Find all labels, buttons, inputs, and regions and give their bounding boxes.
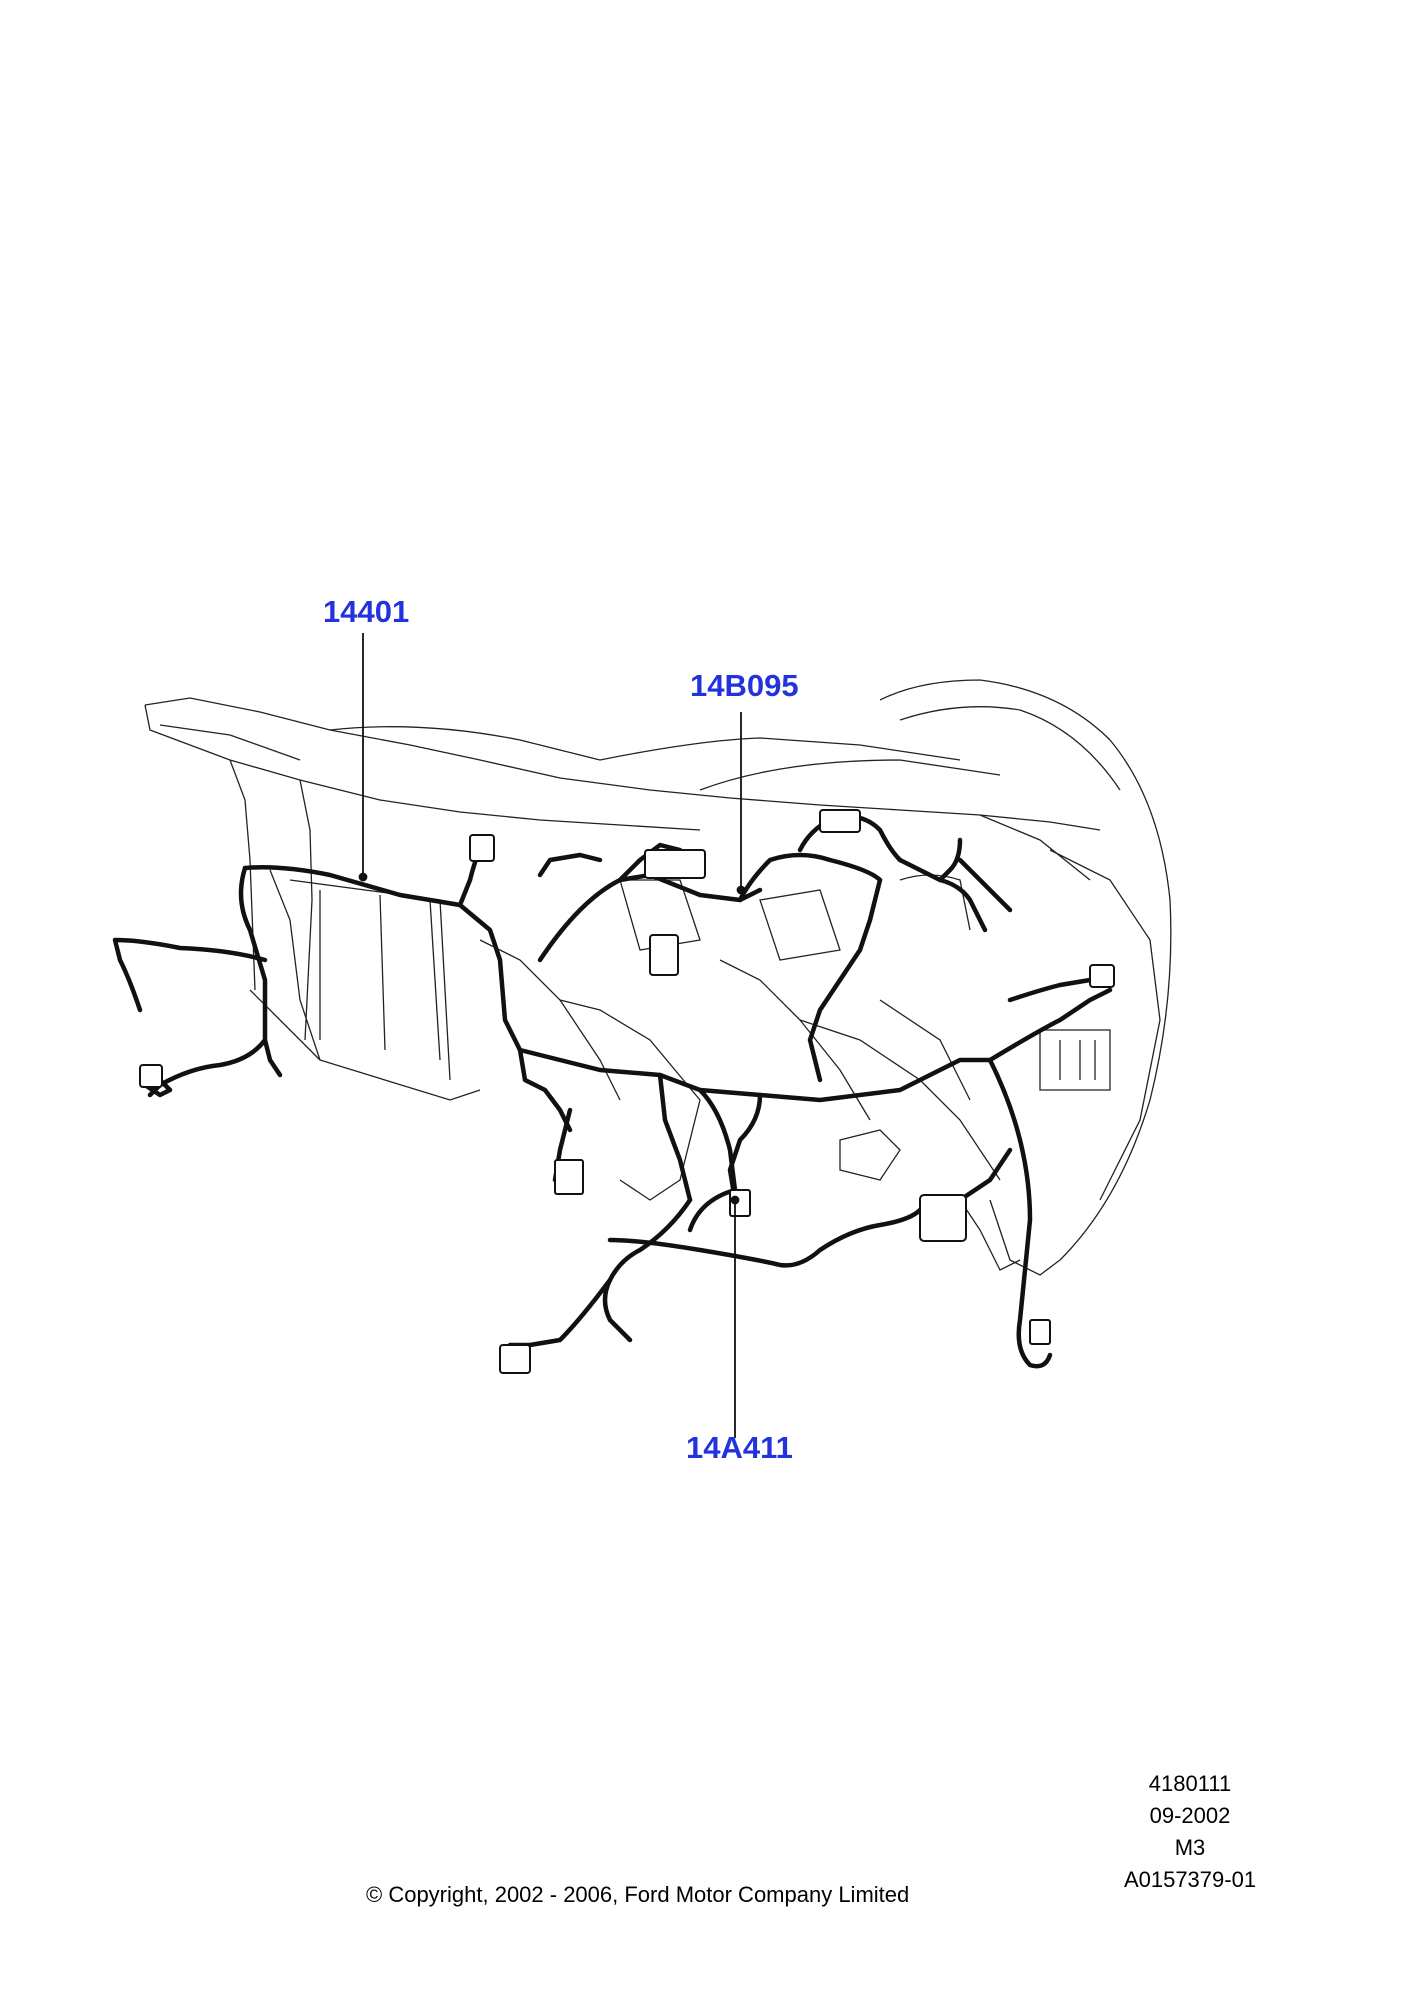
reference-number: A0157379-01: [1123, 1867, 1257, 1892]
wiring-harness: [112, 814, 1113, 1369]
model-code: M3: [1174, 1835, 1206, 1860]
leader-14B095-dot: [736, 885, 746, 895]
leader-14401-dot: [358, 872, 368, 882]
callout-14A411: 14A411: [686, 1430, 793, 1465]
callout-14401: 14401: [323, 594, 410, 629]
callout-14B095: 14B095: [690, 668, 799, 703]
dashboard-outline: [144, 679, 1172, 1276]
copyright-notice: © Copyright, 2002 - 2006, Ford Motor Com…: [366, 1882, 910, 1907]
harness-connectors: [139, 809, 1115, 1374]
illustration-date: 09-2002: [1149, 1803, 1231, 1828]
callout-leaders: [358, 633, 746, 1438]
illustration-number: 4180111: [1148, 1771, 1232, 1796]
leader-14A411-dot: [730, 1195, 740, 1205]
